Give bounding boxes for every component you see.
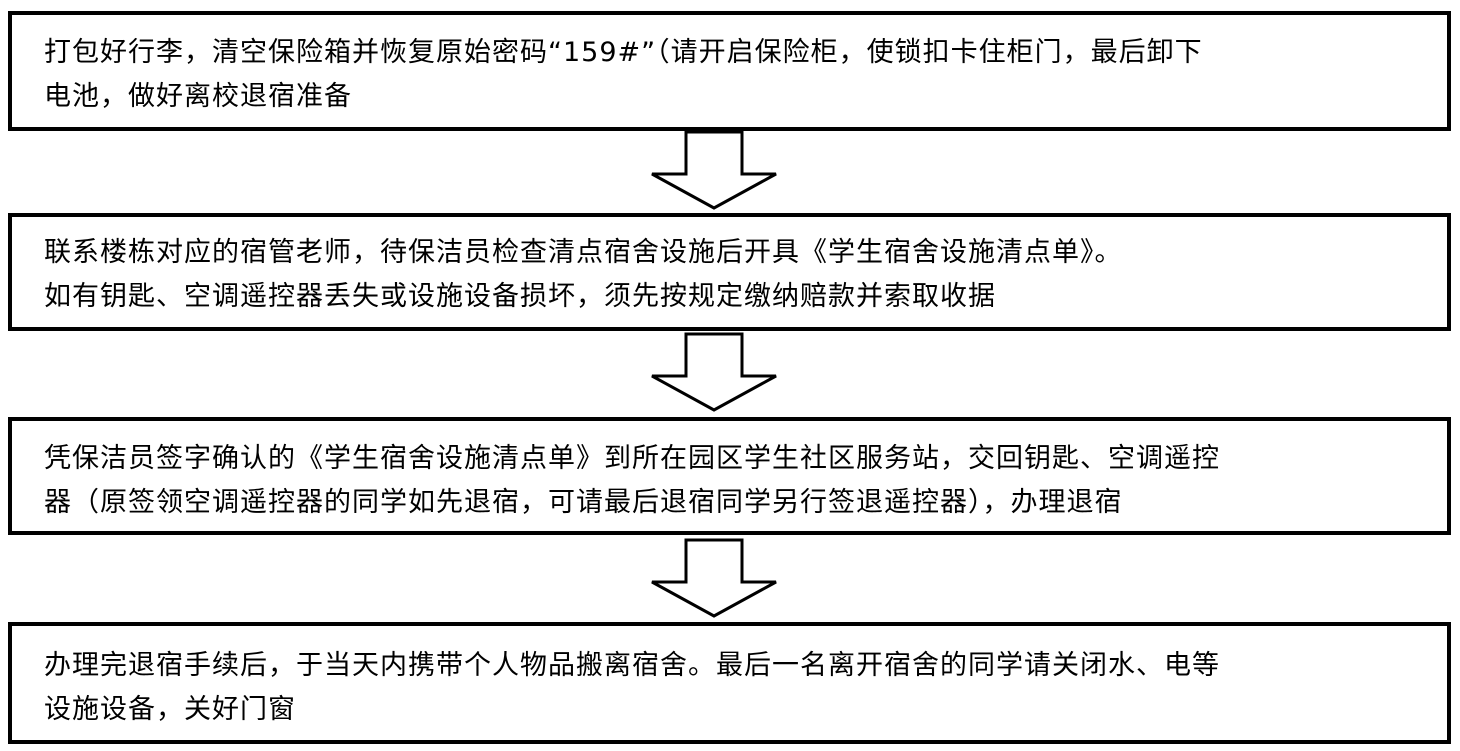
- step-3-box: 凭保洁员签字确认的《学生宿舍设施清点单》到所在园区学生社区服务站，交回钥匙、空调…: [8, 417, 1451, 535]
- step-2-box: 联系楼栋对应的宿管老师，待保洁员检查清点宿舍设施后开具《学生宿舍设施清点单》。 …: [8, 213, 1451, 331]
- down-arrow-icon: [651, 538, 777, 618]
- step-3-line-1: 凭保洁员签字确认的《学生宿舍设施清点单》到所在园区学生社区服务站，交回钥匙、空调…: [44, 443, 1220, 474]
- down-arrow-icon: [651, 332, 777, 412]
- step-1-line-1: 打包好行李，清空保险箱并恢复原始密码“159#”（请开启保险柜，使锁扣卡住柜门，…: [44, 37, 1203, 68]
- step-1-line-2: 电池，做好离校退宿准备: [44, 81, 352, 112]
- down-arrow-icon: [651, 130, 777, 210]
- step-4-line-1: 办理完退宿手续后，于当天内携带个人物品搬离宿舍。最后一名离开宿舍的同学请关闭水、…: [44, 650, 1220, 681]
- step-3-line-2: 器（原签领空调遥控器的同学如先退宿，可请最后退宿同学另行签退遥控器），办理退宿: [44, 487, 1123, 518]
- step-1-box: 打包好行李，清空保险箱并恢复原始密码“159#”（请开启保险柜，使锁扣卡住柜门，…: [8, 11, 1451, 131]
- step-4-box: 办理完退宿手续后，于当天内携带个人物品搬离宿舍。最后一名离开宿舍的同学请关闭水、…: [8, 622, 1451, 744]
- step-2-line-2: 如有钥匙、空调遥控器丢失或设施设备损坏，须先按规定缴纳赔款并索取收据: [44, 281, 996, 312]
- step-2-line-1: 联系楼栋对应的宿管老师，待保洁员检查清点宿舍设施后开具《学生宿舍设施清点单》。: [44, 237, 1123, 268]
- step-4-line-2: 设施设备，关好门窗: [44, 694, 296, 725]
